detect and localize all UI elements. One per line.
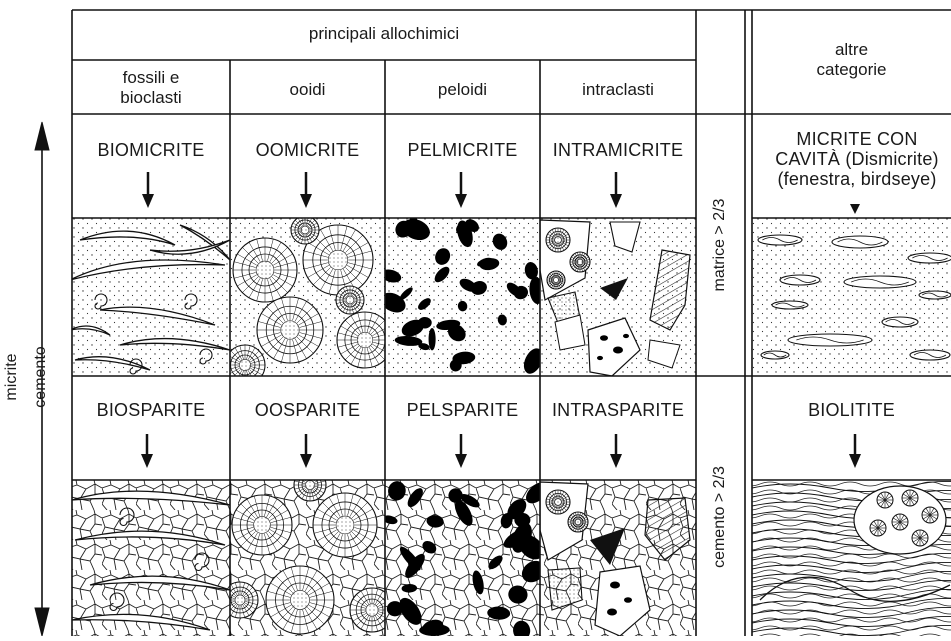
axis-label-micrite: micrite bbox=[3, 353, 20, 401]
intrasparite-texture bbox=[540, 480, 696, 636]
biolitite-texture bbox=[752, 480, 951, 636]
col-header-ooids: ooidi bbox=[289, 80, 326, 99]
name-biomicrite: BIOMICRITE bbox=[97, 140, 205, 160]
intramicrite-texture bbox=[540, 218, 696, 376]
oosparite-texture bbox=[230, 480, 385, 636]
oomicrite-texture bbox=[230, 218, 385, 376]
col-header-peloids: peloidi bbox=[437, 80, 488, 99]
arrows bbox=[141, 172, 861, 468]
name-pelmicrite: PELMICRITE bbox=[407, 140, 518, 160]
dismicrite-texture bbox=[752, 218, 951, 376]
biomicrite-texture bbox=[72, 218, 230, 376]
col-header-other: altre categorie bbox=[816, 40, 887, 79]
name-oomicrite: OOMICRITE bbox=[255, 140, 360, 160]
down-arrow-head bbox=[141, 454, 153, 468]
pelmicrite-texture bbox=[385, 218, 540, 376]
name-biolitite: BIOLITITE bbox=[808, 400, 895, 420]
down-arrow-head bbox=[142, 194, 154, 208]
biosparite-texture bbox=[72, 480, 230, 636]
name-intramicrite: INTRAMICRITE bbox=[552, 140, 684, 160]
pelsparite-texture bbox=[385, 480, 540, 636]
down-arrow-head bbox=[300, 454, 312, 468]
axis-arrow bbox=[34, 121, 50, 637]
down-arrow-head bbox=[610, 194, 622, 208]
col-header-intraclasts: intraclasti bbox=[582, 80, 654, 99]
table-grid bbox=[71, 9, 951, 636]
row-label-matrix: matrice > 2/3 bbox=[711, 198, 728, 292]
down-arrow-head bbox=[610, 454, 622, 468]
main-header: principali allochimici bbox=[308, 24, 460, 43]
name-biosparite: BIOSPARITE bbox=[96, 400, 206, 420]
name-oosparite: OOSPARITE bbox=[254, 400, 361, 420]
small-arrow-head bbox=[850, 204, 860, 214]
row-label-cement: cemento > 2/3 bbox=[711, 466, 728, 568]
down-arrow-head bbox=[300, 194, 312, 208]
down-arrow-head bbox=[849, 454, 861, 468]
col-header-fossils: fossili e bioclasti bbox=[120, 68, 182, 107]
name-pelsparite: PELSPARITE bbox=[406, 400, 519, 420]
name-dismicrite: MICRITE CON CAVITÀ (Dismicrite) (fenestr… bbox=[775, 129, 939, 189]
down-arrow-head bbox=[455, 194, 467, 208]
axis-label-cement: cemento bbox=[32, 346, 49, 408]
down-arrow-head bbox=[455, 454, 467, 468]
name-intrasparite: INTRASPARITE bbox=[551, 400, 685, 420]
